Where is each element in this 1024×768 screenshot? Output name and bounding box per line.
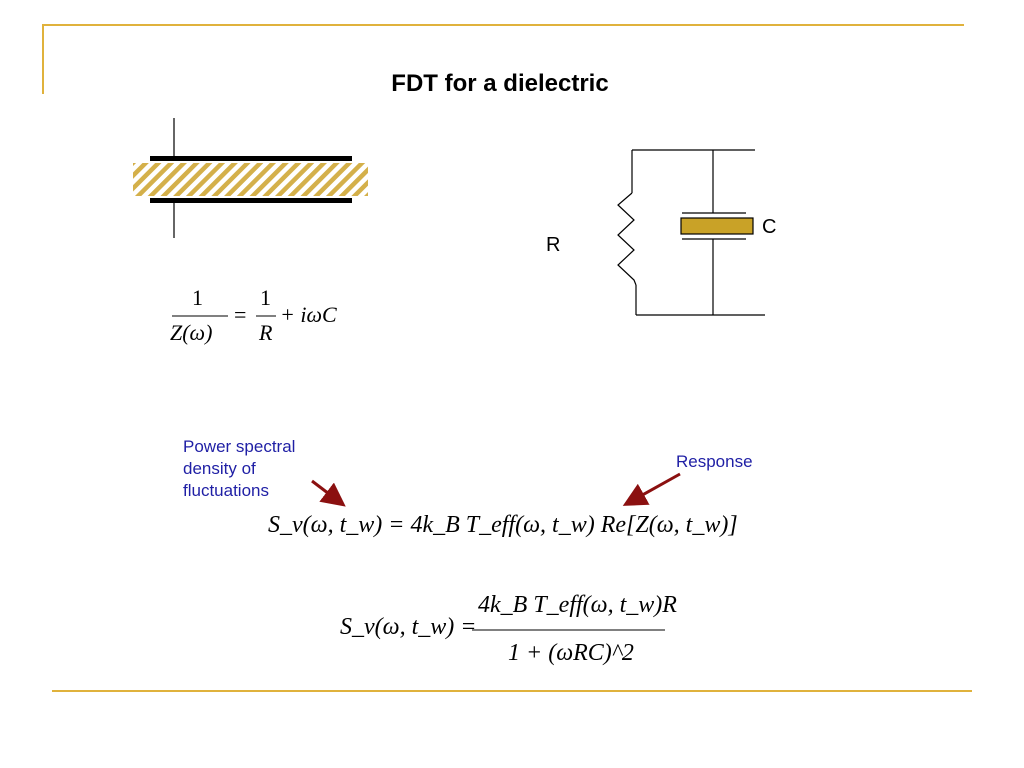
- psd-line-2: density of: [183, 459, 256, 478]
- psd-annotation: Power spectral density of fluctuations: [183, 436, 295, 502]
- top-border-line: [42, 24, 964, 26]
- rc-circuit-drawing: [617, 149, 765, 316]
- psd-line-1: Power spectral: [183, 437, 296, 456]
- eq1-equals: =: [234, 302, 247, 327]
- eq1-left-numerator: 1: [192, 285, 203, 310]
- capacitor-label: C: [762, 216, 777, 238]
- eq1-right-rest: + iωC: [280, 302, 337, 327]
- eq3-lhs: S_v(ω, t_w) =: [340, 614, 477, 640]
- eq3-numerator: 4k_B T_eff(ω, t_w)R: [478, 592, 677, 618]
- eq1-right-denominator: R: [259, 320, 273, 345]
- bottom-plate: [150, 198, 352, 203]
- fdt-equation: S_v(ω, t_w) = 4k_B T_eff(ω, t_w) Re[Z(ω,…: [268, 512, 738, 538]
- top-plate: [150, 156, 352, 161]
- resistor-label: R: [546, 234, 561, 256]
- left-border-line: [42, 24, 44, 94]
- psd-line-3: fluctuations: [183, 481, 269, 500]
- psd-arrow: [311, 479, 346, 507]
- eq1-left-denominator: Z(ω): [170, 320, 213, 345]
- eq1-right-numerator: 1: [260, 285, 271, 310]
- dielectric-slab: [133, 163, 368, 196]
- capacitor-body: [680, 217, 754, 235]
- dielectric-capacitor-drawing: [133, 118, 368, 238]
- slide-title: FDT for a dielectric: [391, 70, 609, 97]
- eq3-denominator: 1 + (ωRC)^2: [508, 640, 634, 666]
- resistor-zigzag: [617, 192, 637, 286]
- bottom-border-line: [52, 690, 972, 692]
- response-arrow: [622, 472, 681, 506]
- response-annotation: Response: [676, 452, 753, 471]
